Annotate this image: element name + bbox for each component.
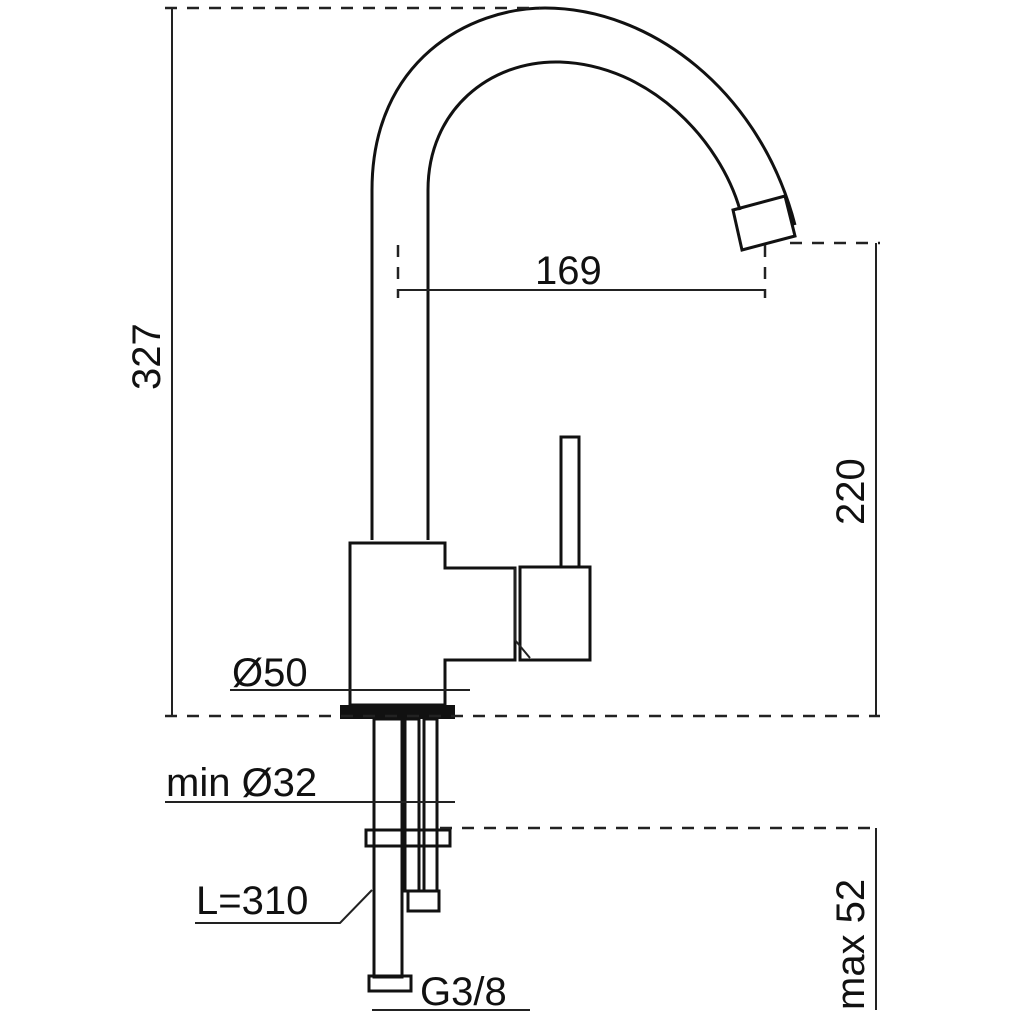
hose-tube (372, 717, 404, 979)
dimension-lines (165, 6, 880, 1011)
lever (559, 435, 581, 569)
hose-fitting (367, 974, 413, 993)
hose-length-label: L=310 (196, 879, 308, 923)
spout (370, 6, 797, 540)
faucet-body (340, 435, 592, 719)
total-height-label: 327 (125, 323, 169, 390)
mounting-hardware (364, 717, 452, 993)
nut (406, 889, 441, 913)
handle-cartridge (518, 565, 592, 662)
spout-reach-label: 169 (535, 249, 602, 293)
min-hole-diameter-label: min Ø32 (166, 761, 317, 805)
base-diameter-label: Ø50 (232, 651, 308, 695)
max-counter-thickness-label: max 52 (829, 879, 873, 1010)
washer (364, 828, 452, 848)
spout-clearance-label: 220 (829, 458, 873, 525)
spout-nozzle (731, 194, 797, 252)
thread-label: G3/8 (420, 970, 507, 1014)
